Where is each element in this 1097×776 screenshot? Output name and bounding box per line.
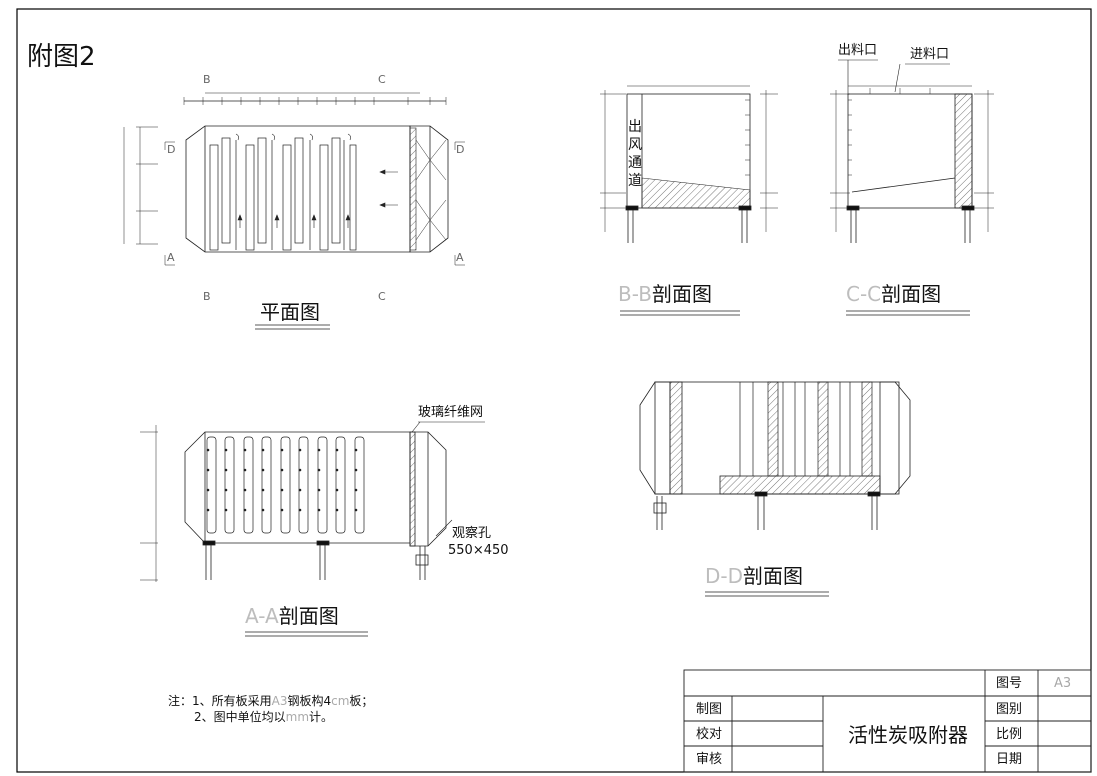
dd-section-prefix: D-D xyxy=(705,564,744,588)
note-2-b: mm xyxy=(285,710,310,724)
tb-category: 图别 xyxy=(996,702,1023,717)
cc-section-text: 剖面图 xyxy=(881,282,942,306)
tb-checked-by: 校对 xyxy=(696,727,723,742)
cc-section-prefix: C-C xyxy=(846,282,882,306)
aa-port-label: 观察孔 xyxy=(452,526,492,541)
aa-section-prefix: A-A xyxy=(245,604,279,628)
plan-section-d-right: D xyxy=(456,143,465,156)
tb-title: 活性炭吸附器 xyxy=(848,723,968,747)
note-1-c: 钢板构4 xyxy=(287,694,332,708)
aa-section-view xyxy=(140,421,485,582)
cc-inlet-label: 进料口 xyxy=(910,47,950,62)
figure-label: 附图2 xyxy=(27,42,96,72)
note-2-a: 2、图中单位均以 xyxy=(194,710,286,724)
bb-section-title: B-B剖面图 xyxy=(618,284,712,304)
aa-section-text: 剖面图 xyxy=(278,604,339,628)
note-1-b: A3 xyxy=(271,694,288,708)
cc-section-view xyxy=(830,59,994,243)
tb-scale: 比例 xyxy=(996,727,1023,742)
tb-made-by: 制图 xyxy=(696,702,723,717)
cc-section-title: C-C剖面图 xyxy=(846,284,941,304)
bb-section-prefix: B-B xyxy=(618,282,652,306)
drawing-frame xyxy=(16,8,1092,773)
aa-mesh-label: 玻璃纤维网 xyxy=(418,405,484,420)
bb-section-view xyxy=(600,85,778,243)
cc-outlet-label: 出料口 xyxy=(838,43,878,58)
plan-section-a-left: A xyxy=(167,251,175,264)
plan-section-c-top: C xyxy=(378,73,386,86)
note-1-d: cm xyxy=(331,694,350,708)
plan-section-b-top: B xyxy=(203,73,211,86)
note-1-e: 板； xyxy=(349,694,374,708)
tb-drawing-no-label: 图号 xyxy=(996,676,1023,691)
plan-view xyxy=(123,92,465,266)
plan-section-c-bottom: C xyxy=(378,290,386,303)
aa-section-title: A-A剖面图 xyxy=(245,606,339,626)
note-line-1: 注：1、所有板采用A3钢板构4cm板； xyxy=(168,695,373,707)
bb-outlet-channel-label: 出风通道 xyxy=(628,119,642,189)
plan-section-d-left: D xyxy=(167,143,176,156)
aa-port-size: 550×450 xyxy=(448,543,509,558)
tb-approved-by: 审核 xyxy=(696,752,723,767)
tb-drawing-no-value: A3 xyxy=(1054,676,1072,691)
note-line-2: 2、图中单位均以mm计。 xyxy=(194,711,333,723)
dd-section-title: D-D剖面图 xyxy=(705,566,803,586)
dd-section-view xyxy=(639,381,911,530)
bb-section-text: 剖面图 xyxy=(651,282,712,306)
plan-section-a-right: A xyxy=(456,251,464,264)
note-1-a: 注：1、所有板采用 xyxy=(168,694,272,708)
dd-section-text: 剖面图 xyxy=(743,564,804,588)
plan-view-title: 平面图 xyxy=(260,300,320,324)
title-block xyxy=(683,669,1092,773)
tb-date: 日期 xyxy=(996,752,1023,767)
plan-section-b-bottom: B xyxy=(203,290,211,303)
note-2-c: 计。 xyxy=(309,710,334,724)
